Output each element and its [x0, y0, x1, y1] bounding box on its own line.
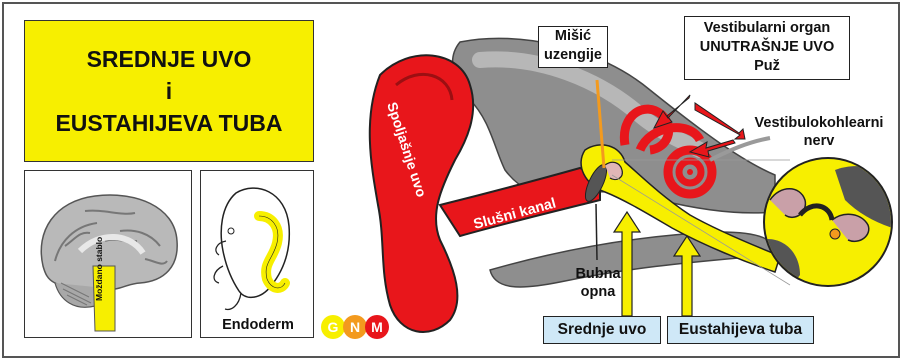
inner-ear-label-line-3: Puž — [685, 57, 849, 76]
eardrum-label-line-2: opna — [553, 283, 643, 301]
eustachian-tube-label-box: Eustahijeva tuba — [667, 316, 814, 344]
stapedius-label-box: Mišić uzengije — [538, 26, 608, 68]
inner-ear-label-box: Vestibularni organ UNUTRAŠNJE UVO Puž — [684, 16, 850, 80]
stapedius-label-line-2: uzengije — [539, 46, 607, 65]
magnified-ossicles-inset — [760, 158, 900, 300]
eardrum-leader — [596, 204, 597, 260]
eardrum-label-line-1: Bubna — [553, 265, 643, 283]
eardrum-label: Bubna opna — [553, 265, 643, 301]
inner-ear-label-line-2: UNUTRAŠNJE UVO — [685, 38, 849, 57]
inner-ear-label-line-1: Vestibularni organ — [685, 19, 849, 38]
nerve-label-line-1: Vestibulokohlearni — [744, 114, 894, 132]
nerve-label: Vestibulokohlearni nerv — [744, 114, 894, 150]
nerve-label-line-2: nerv — [744, 132, 894, 150]
middle-ear-label-box: Srednje uvo — [543, 316, 661, 344]
stapedius-label-line-1: Mišić — [539, 27, 607, 46]
